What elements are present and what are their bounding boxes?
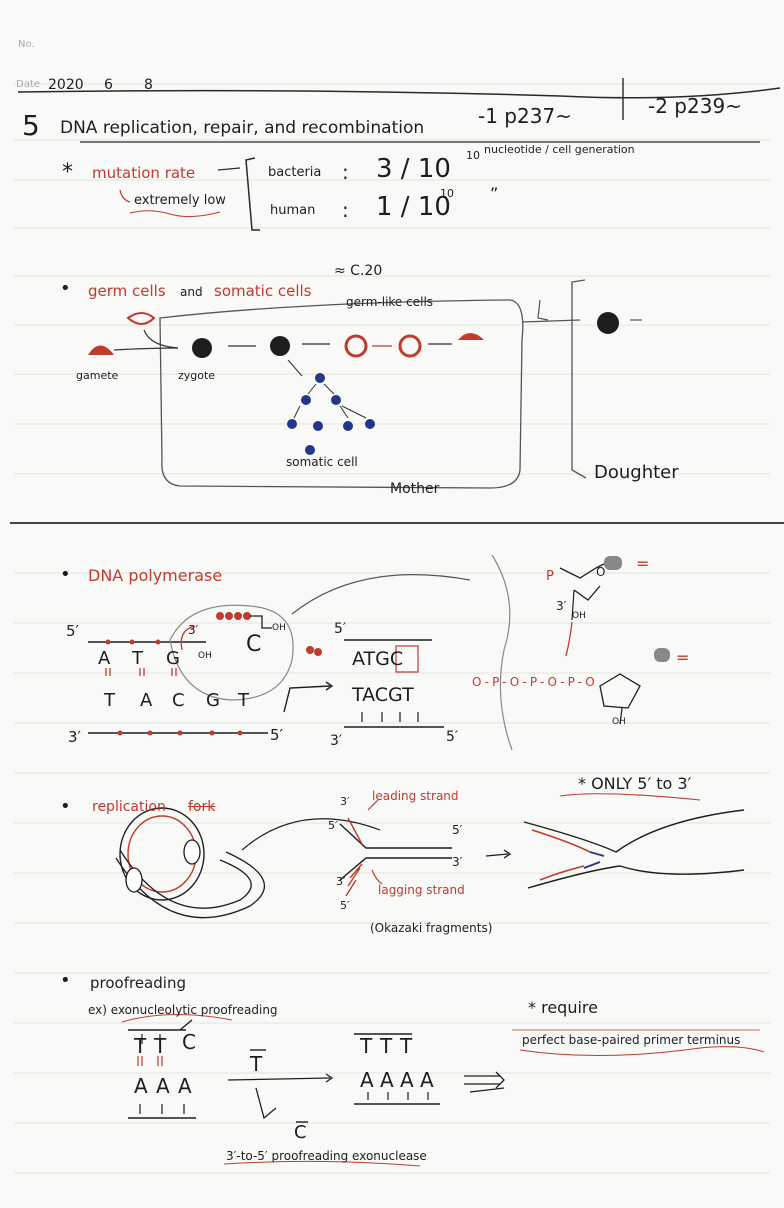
bacteria-label: bacteria [268,165,322,180]
hydroxyl-label: OH [198,651,212,661]
result-3prime: 3′ [330,733,343,749]
left-bottom-base-3: A [178,1074,192,1098]
bottom-base-2: A [140,690,153,711]
human-value: 1 / 10 [376,192,451,222]
okazaki-label: (Okazaki fragments) [370,921,493,935]
only-5-to-3-note: * ONLY 5′ to 3′ [578,774,692,793]
bottom-base-3: C [172,690,185,711]
page-title: DNA replication, repair, and recombinati… [60,118,425,138]
date-year: 2020 [48,77,84,93]
fork-3prime-right: 3′ [452,855,463,869]
fork-title: replication [92,799,166,815]
ribose-oxygen: O [596,565,606,579]
left-top-base-1: T [134,1034,147,1058]
page-ref-1: -1 p237~ [478,104,572,128]
ditto-mark: ” [490,184,499,203]
phosphate-label: P [546,569,554,584]
chem-oh-bottom: OH [612,717,626,727]
require-text: perfect base-paired primer terminus [522,1033,741,1047]
bottom-base-4: G [206,690,220,711]
somatic-cell-label: somatic cell [286,455,358,469]
germ-bullet: • [60,278,71,299]
germ-and: and [180,285,203,299]
mutation-star: * [62,160,73,185]
bottom-base-5: T [238,690,249,711]
left-top-base-2: T [154,1034,167,1058]
equals-bottom: = [676,648,690,667]
somatic-cells-title: somatic cells [214,282,312,300]
fork-5prime-right: 5′ [452,823,463,837]
right-bottom-base-2: A [380,1068,394,1092]
left-bottom-base-2: A [156,1074,170,1098]
page-ref-2: -2 p239~ [648,94,742,118]
date-label: Date [16,79,40,90]
right-bottom-base-4: A [420,1068,434,1092]
chem-oh: OH [572,611,586,621]
require-note: * require [528,998,598,1017]
strand-top-5prime: 5′ [66,622,79,640]
mutation-unit: nucleotide / cell generation [484,143,635,156]
zygote-label: zygote [178,369,216,382]
lagging-strand-label: lagging strand [378,883,465,897]
incoming-base: C [246,632,262,657]
top-base-1: A [98,648,111,669]
bacteria-exponent: 10 [466,149,480,162]
gamete-label: gamete [76,369,119,382]
triphosphate-chain: O-P-O-P-O-P-O [472,675,598,689]
fork-3prime-top: 3′ [340,795,350,808]
date-day: 8 [144,77,153,93]
right-bottom-base-1: A [360,1068,374,1092]
right-top-base-3: T [400,1034,413,1058]
germ-like-label: germ-like cells [346,295,434,309]
mutation-rate-label: mutation rate [92,164,196,182]
leading-strand-label: leading strand [372,789,459,803]
right-bottom-base-3: A [400,1068,414,1092]
left-bottom-base-1: A [134,1074,148,1098]
removed-bottom-base: C [294,1122,307,1143]
chem-3prime: 3′ [556,599,567,613]
strand-bottom-3prime: 3′ [68,728,81,746]
daughter-label: Doughter [594,462,679,483]
date-month: 6 [104,77,113,93]
right-top-base-2: T [380,1034,393,1058]
exonuclease-label: 3′-to-5′ proofreading exonuclease [226,1149,427,1163]
equals-top: = [636,554,650,573]
germ-cells-title: germ cells [88,282,166,300]
germ-ref: ≈ C.20 [334,263,383,279]
strand-top-3prime: 3′ [188,623,199,637]
human-label: human [270,203,316,218]
left-top-base-3: C [182,1030,196,1054]
mother-label: Mother [390,481,440,497]
no-label: No. [18,39,35,50]
removed-top-base: T [250,1052,263,1076]
right-top-base-1: T [360,1034,373,1058]
human-exponent: 10 [440,187,454,200]
strand-bottom-5prime: 5′ [270,726,283,744]
polymerase-title: DNA polymerase [88,566,223,585]
top-base-2: T [132,648,143,669]
proofreading-title: proofreading [90,974,186,992]
fork-title-strike: fork [188,799,216,815]
mutation-sub-label: extremely low [134,193,226,208]
fork-5prime-bottom: 5′ [340,899,350,912]
result-bottom-strand: TACGT [352,684,414,706]
polymerase-bullet: • [60,564,71,585]
bacteria-colon: : [342,160,349,184]
incoming-oh: OH [272,623,286,633]
bacteria-value: 3 / 10 [376,154,451,184]
fork-3prime-bottom: 3′ [336,875,346,888]
fork-bullet: • [60,796,71,817]
bottom-base-1: T [104,690,115,711]
result-top-strand: ATGC [352,648,404,670]
chapter-number: 5 [22,109,40,142]
human-colon: : [342,198,349,222]
proofreading-example: ex) exonucleolytic proofreading [88,1003,278,1017]
fork-5prime-top: 5′ [328,819,338,832]
result-5prime: 5′ [334,621,347,637]
top-base-3: G [166,648,180,669]
result-bottom-5prime: 5′ [446,729,459,745]
proofreading-bullet: • [60,970,71,991]
